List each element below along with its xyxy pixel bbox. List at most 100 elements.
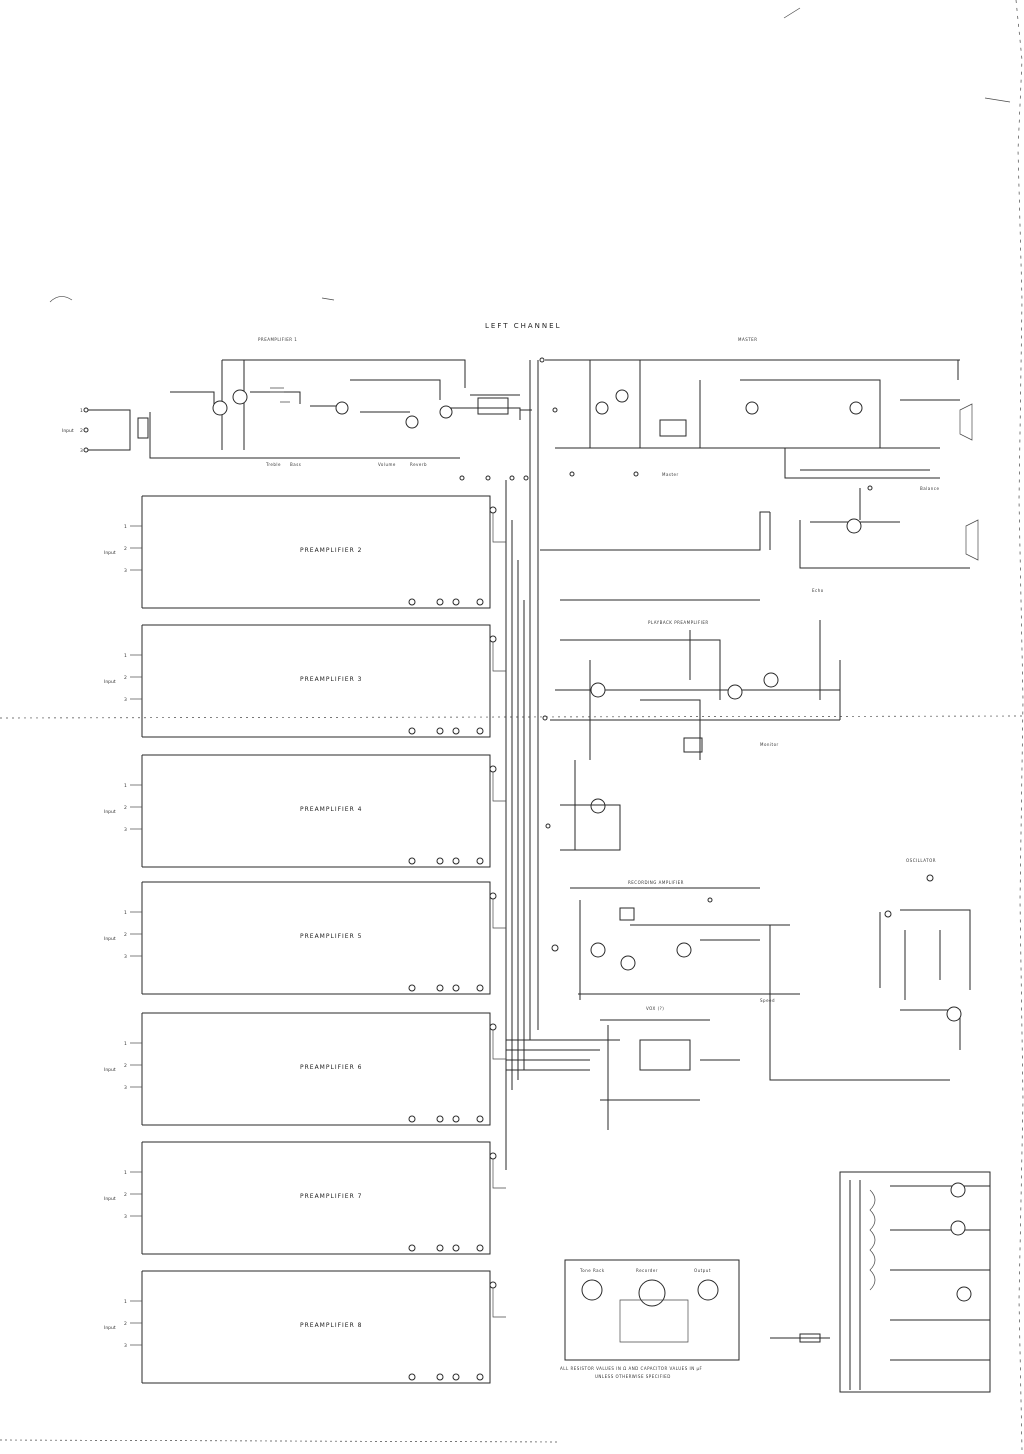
preamp-block-terminal [408, 857, 416, 865]
playback-preamp: PLAYBACK PREAMPLIFIER Monitor [542, 620, 841, 851]
values-note-line2: UNLESS OTHERWISE SPECIFIED [595, 1374, 671, 1379]
preamp-block-5: PREAMPLIFIER 5 Input 1 2 3 [104, 881, 506, 995]
preamp-block-tap: 3 [124, 1343, 127, 1349]
preamp-block-terminal [436, 1115, 444, 1123]
preamp-block-label: PREAMPLIFIER 7 [300, 1193, 363, 1200]
preamp-block-tap: 2 [124, 1321, 127, 1327]
preamp-block-terminal [408, 1373, 416, 1381]
speed-label: Speed [760, 998, 775, 1003]
preamp-block-terminal [452, 1115, 460, 1123]
preamp-block-terminal [452, 1373, 460, 1381]
preamp-block-label: PREAMPLIFIER 5 [300, 933, 363, 940]
preamp-block-output-terminal [489, 1023, 497, 1031]
echo-circuit: Echo [769, 485, 979, 593]
preamp-block-label: PREAMPLIFIER 8 [300, 1322, 363, 1329]
preamp-block-tap: 2 [124, 1192, 127, 1198]
preamp1-circuit: Input 1 2 3 Treble Bass Volume Reverb [62, 359, 532, 481]
preamp-block-terminal [436, 598, 444, 606]
preamp-block-output-wire [492, 772, 506, 802]
preamp-block-output-wire [492, 513, 506, 543]
preamp-block-output-wire [492, 1288, 506, 1318]
preamp-block-terminal [476, 1244, 484, 1252]
preamp-block-terminal [476, 1115, 484, 1123]
recording-label: RECORDING AMPLIFIER [628, 880, 684, 885]
connector-panel: Tone Rack Recorder Output ALL RESISTOR V… [560, 1259, 740, 1379]
preamp-block-output-terminal [489, 1152, 497, 1160]
preamp-block-input-label: Input [104, 936, 116, 942]
preamp-block-tap: 1 [124, 910, 127, 916]
preamp-block-tap: 1 [124, 653, 127, 659]
preamp-block-terminal [408, 984, 416, 992]
preamp-block-terminal [452, 984, 460, 992]
preamp-block-tap: 3 [124, 1214, 127, 1220]
preamp-block-label: PREAMPLIFIER 3 [300, 676, 363, 683]
vox-label: VOX (?) [646, 1006, 664, 1011]
preamp-block-tap: 3 [124, 827, 127, 833]
preamp-block-input-label: Input [104, 1325, 116, 1331]
main-bus [505, 360, 770, 1170]
preamp-block-terminal [436, 727, 444, 735]
preamp-block-output-terminal [489, 506, 497, 514]
preamp-block-tap: 3 [124, 1085, 127, 1091]
preamp-block-tap: 2 [124, 932, 127, 938]
preamp-block-terminal [408, 1244, 416, 1252]
preamp-block-output-terminal [489, 765, 497, 773]
preamp-block-terminal [436, 857, 444, 865]
preamp-block-terminal [476, 984, 484, 992]
preamp-block-terminal [452, 857, 460, 865]
preamp-block-tap: 1 [124, 1170, 127, 1176]
preamp-block-tap: 1 [124, 783, 127, 789]
preamp-block-output-terminal [489, 635, 497, 643]
preamp-block-terminal [408, 1115, 416, 1123]
preamp-block-input-label: Input [104, 550, 116, 556]
preamp-block-terminal [408, 727, 416, 735]
preamp-block-output-terminal [489, 892, 497, 900]
values-note-line1: ALL RESISTOR VALUES IN Ω AND CAPACITOR V… [560, 1366, 703, 1371]
master-label: MASTER [738, 337, 757, 342]
vox-circuit: VOX (?) [600, 1006, 740, 1130]
volume-label: Volume [378, 462, 396, 467]
preamp-block-terminal [476, 727, 484, 735]
preamp-block-terminal [452, 1244, 460, 1252]
preamp1-tap-3: 3 [80, 448, 83, 454]
preamp-block-terminal [436, 1373, 444, 1381]
preamp-block-input-label: Input [104, 679, 116, 685]
playback-label: PLAYBACK PREAMPLIFIER [648, 620, 709, 625]
preamp-block-tap: 3 [124, 568, 127, 574]
preamp-block-terminal [436, 1244, 444, 1252]
master-gain-label: Master [662, 472, 679, 477]
preamp1-label: PREAMPLIFIER 1 [258, 337, 297, 342]
preamp-block-8: PREAMPLIFIER 8 Input 1 2 3 [104, 1270, 506, 1384]
preamp1-tap-2: 2 [80, 428, 83, 434]
preamp-block-label: PREAMPLIFIER 4 [300, 806, 363, 813]
power-supply [770, 1171, 991, 1393]
preamp-block-output-wire [492, 1030, 506, 1060]
preamp-block-tap: 2 [124, 675, 127, 681]
bass-label: Bass [290, 462, 301, 467]
preamp-block-terminal [452, 727, 460, 735]
preamp-block-tap: 2 [124, 546, 127, 552]
preamp-block-terminal [476, 857, 484, 865]
preamp-block-tap: 2 [124, 1063, 127, 1069]
preamp-block-tap: 3 [124, 954, 127, 960]
recording-amplifier: RECORDING AMPLIFIER Speed [551, 880, 950, 1081]
balance-label: Balance [920, 486, 939, 491]
preamp-block-7: PREAMPLIFIER 7 Input 1 2 3 [104, 1141, 506, 1255]
master-circuit: Master Balance [539, 357, 973, 491]
preamp-block-output-terminal [489, 1281, 497, 1289]
preamp-block-input-label: Input [104, 1196, 116, 1202]
preamp-block-tap: 1 [124, 1299, 127, 1305]
preamp-block-label: PREAMPLIFIER 6 [300, 1064, 363, 1071]
preamp-block-terminal [408, 598, 416, 606]
monitor-label: Monitor [760, 742, 779, 747]
echo-label: Echo [812, 588, 824, 593]
preamp-block-tap: 1 [124, 524, 127, 530]
preamp-block-tap: 2 [124, 805, 127, 811]
